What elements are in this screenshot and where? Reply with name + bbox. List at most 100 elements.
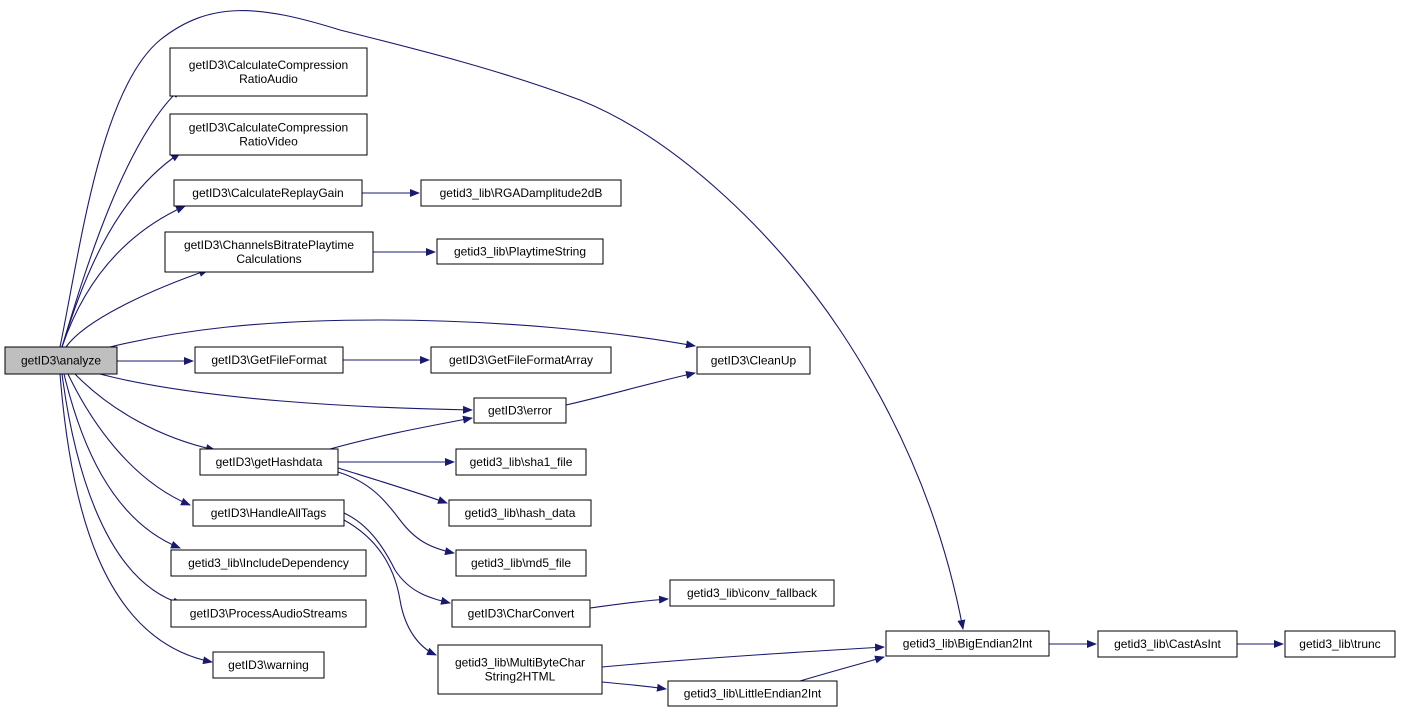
node-box — [164, 231, 374, 273]
node-box — [436, 238, 604, 265]
node-label: Calculations — [236, 252, 301, 266]
node-hash-data[interactable]: getid3_lib\hash_data — [448, 499, 592, 527]
node-label: getid3_lib\md5_file — [471, 556, 571, 570]
node-label: getID3\HandleAllTags — [211, 506, 326, 520]
node-get-file-format-array[interactable]: getID3\GetFileFormatArray — [430, 346, 612, 374]
node-box — [194, 346, 344, 374]
edge-analyze-to-process-audio-streams — [61, 373, 183, 606]
edge-char-convert-to-iconv-fallback — [589, 595, 669, 609]
edge-analyze-to-get-hashdata — [74, 373, 216, 452]
node-playtime-string[interactable]: getid3_lib\PlaytimeString — [436, 238, 604, 265]
node-box — [170, 599, 367, 628]
node-sha1-file[interactable]: getid3_lib\sha1_file — [455, 448, 587, 476]
edge-get-hashdata-to-md5-file — [337, 471, 455, 556]
node-clean-up[interactable]: getID3\CleanUp — [696, 346, 811, 375]
node-box — [170, 549, 367, 577]
node-label: getID3\CalculateCompression — [189, 58, 348, 72]
node-cast-as-int[interactable]: getid3_lib\CastAsInt — [1097, 630, 1238, 658]
node-channels-bitrate[interactable]: getID3\ChannelsBitratePlaytimeCalculatio… — [164, 231, 374, 273]
node-label: getID3\error — [488, 404, 552, 418]
node-box — [169, 47, 368, 97]
node-box — [1097, 630, 1238, 658]
node-md5-file[interactable]: getid3_lib\md5_file — [455, 549, 587, 577]
node-label: getid3_lib\BigEndian2Int — [903, 637, 1033, 651]
node-little-endian[interactable]: getid3_lib\LittleEndian2Int — [667, 680, 838, 707]
node-box — [430, 346, 612, 374]
node-box — [448, 499, 592, 527]
node-label: getID3\analyze — [21, 354, 101, 368]
node-box — [1284, 630, 1396, 658]
edge-analyze-to-clean-up — [109, 319, 696, 349]
node-trunc[interactable]: getid3_lib\trunc — [1284, 630, 1396, 658]
node-label: getid3_lib\trunc — [1299, 637, 1380, 651]
edge-analyze-to-big-endian — [59, 10, 966, 630]
node-label: getID3\GetFileFormat — [211, 353, 327, 367]
edge-analyze-to-calc-ratio-video — [61, 152, 181, 348]
edge-error-to-clean-up — [565, 371, 696, 406]
node-box — [192, 499, 345, 527]
node-label: getid3_lib\RGADamplitude2dB — [440, 186, 603, 200]
node-box — [199, 448, 339, 476]
node-label: getID3\ProcessAudioStreams — [190, 607, 347, 621]
node-box — [173, 179, 363, 207]
node-label: getid3_lib\CastAsInt — [1114, 637, 1221, 651]
node-label: getID3\GetFileFormatArray — [449, 353, 593, 367]
node-include-dependency[interactable]: getid3_lib\IncludeDependency — [170, 549, 367, 577]
edge-multibyte-char-to-little-endian — [601, 681, 667, 692]
node-warning[interactable]: getID3\warning — [212, 651, 325, 679]
node-label: getid3_lib\MultiByteChar — [455, 656, 585, 670]
node-get-hashdata[interactable]: getID3\getHashdata — [199, 448, 339, 476]
edge-analyze-to-include-dependency — [63, 373, 181, 549]
node-label: getID3\CalculateCompression — [189, 121, 348, 135]
node-char-convert[interactable]: getID3\CharConvert — [451, 599, 591, 628]
node-handle-all-tags[interactable]: getID3\HandleAllTags — [192, 499, 345, 527]
node-analyze[interactable]: getID3\analyze — [4, 346, 118, 375]
node-calc-replay-gain[interactable]: getID3\CalculateReplayGain — [173, 179, 363, 207]
node-label: getid3_lib\LittleEndian2Int — [684, 687, 822, 701]
edge-get-hashdata-to-hash-data — [337, 467, 448, 504]
node-box — [669, 579, 835, 607]
edge-little-endian-to-big-endian — [799, 655, 885, 682]
node-box — [885, 630, 1050, 657]
edges-layer — [59, 10, 1284, 692]
node-get-file-format[interactable]: getID3\GetFileFormat — [194, 346, 344, 374]
node-label: getid3_lib\sha1_file — [470, 455, 573, 469]
node-label: getID3\CleanUp — [711, 354, 797, 368]
node-box — [696, 346, 811, 375]
edge-handle-all-tags-to-multibyte-char — [343, 519, 437, 656]
edge-analyze-to-calc-replay-gain — [61, 205, 186, 348]
node-rgad-amplitude[interactable]: getid3_lib\RGADamplitude2dB — [420, 179, 622, 207]
node-label: getID3\getHashdata — [216, 455, 323, 469]
node-label: getid3_lib\hash_data — [465, 506, 576, 520]
edge-analyze-to-channels-bitrate — [65, 269, 209, 348]
node-box — [420, 179, 622, 207]
node-box — [667, 680, 838, 707]
node-box — [455, 448, 587, 476]
edge-multibyte-char-to-big-endian — [601, 643, 885, 668]
node-error[interactable]: getID3\error — [473, 397, 567, 424]
node-label: RatioAudio — [239, 72, 298, 86]
node-box — [455, 549, 587, 577]
node-box — [169, 113, 368, 156]
node-box — [437, 644, 603, 695]
node-label: getID3\CalculateReplayGain — [192, 186, 343, 200]
node-iconv-fallback[interactable]: getid3_lib\iconv_fallback — [669, 579, 835, 607]
node-label: getID3\CharConvert — [468, 607, 575, 621]
node-big-endian[interactable]: getid3_lib\BigEndian2Int — [885, 630, 1050, 657]
nodes-layer: getID3\analyze getID3\CalculateCompressio… — [4, 47, 1396, 707]
edge-analyze-to-warning — [59, 373, 213, 665]
node-process-audio-streams[interactable]: getID3\ProcessAudioStreams — [170, 599, 367, 628]
node-box — [4, 346, 118, 375]
node-label: getid3_lib\IncludeDependency — [188, 556, 349, 570]
node-label: getid3_lib\iconv_fallback — [687, 586, 818, 600]
node-label: getID3\warning — [228, 658, 309, 672]
node-label: RatioVideo — [239, 135, 298, 149]
node-box — [473, 397, 567, 424]
node-label: getid3_lib\PlaytimeString — [454, 245, 586, 259]
edge-analyze-to-handle-all-tags — [67, 373, 191, 506]
node-label: getID3\ChannelsBitratePlaytime — [184, 238, 354, 252]
node-box — [212, 651, 325, 679]
